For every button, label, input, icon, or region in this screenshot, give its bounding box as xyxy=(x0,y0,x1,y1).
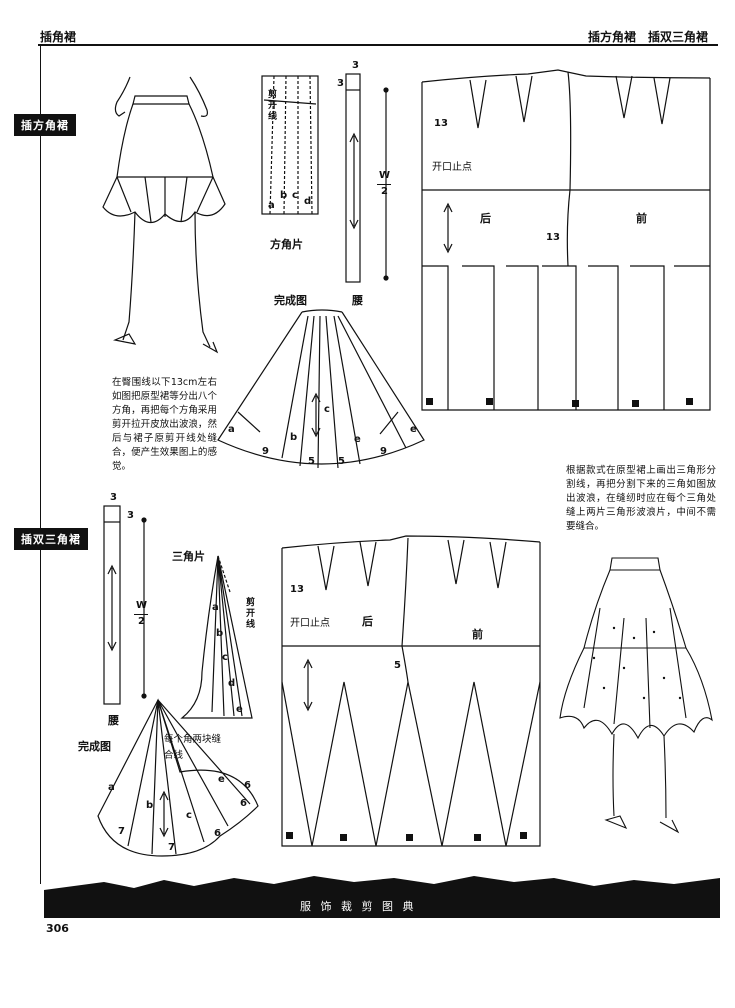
square-waistband-diagram xyxy=(345,73,389,283)
section-tag-triangle: 插双三角裙 xyxy=(14,528,88,550)
triangle-waist-dim-top: 3 xyxy=(110,492,117,503)
triangle-waist-formula-den: 2 xyxy=(138,616,145,627)
square-finished-letter-e2: e xyxy=(410,424,417,435)
triangle-finished-letter-b: b xyxy=(146,800,154,811)
triangle-pattern-depth: 13 xyxy=(290,584,304,595)
footer-book-title: 服 饰 裁 剪 图 典 xyxy=(300,900,417,913)
square-piece-letter-a: a xyxy=(268,200,275,211)
square-finished-number-1: 9 xyxy=(262,446,269,457)
square-finished-letter-c: c xyxy=(324,404,330,415)
triangle-finished-letter-a: a xyxy=(108,782,115,793)
square-pattern-opening: 开口止点 xyxy=(432,162,472,173)
triangle-pattern-draft xyxy=(281,535,541,847)
square-description: 在臀围线以下13cm左右如图把原型裙等分出八个方角，再把每个方角采用剪开拉开皮放… xyxy=(112,377,217,472)
triangle-pattern-front: 前 xyxy=(472,628,483,641)
triangle-finished-number-4: 6 xyxy=(240,798,247,809)
triangle-skirt-illustration xyxy=(559,557,713,834)
triangle-waist-label: 腰 xyxy=(108,714,119,727)
square-piece-diagram xyxy=(261,75,319,215)
triangle-finished-letter-e: e xyxy=(218,774,225,785)
square-pattern-draft xyxy=(421,69,711,411)
header-left-title: 插角裙 xyxy=(40,30,77,44)
square-finished-letter-e1: e xyxy=(354,434,361,445)
header-right-title: 插方角裙 插双三角裙 xyxy=(588,30,709,44)
margin-rule xyxy=(40,44,41,884)
triangle-pattern-opening: 开口止点 xyxy=(290,618,330,629)
square-piece-letter-c: c xyxy=(292,190,298,201)
square-waist-formula-bar xyxy=(377,184,391,185)
section-tag-square: 插方角裙 xyxy=(14,114,76,136)
square-pattern-side: 13 xyxy=(546,232,560,243)
square-finished-number-4: 9 xyxy=(380,446,387,457)
square-finished-letter-b: b xyxy=(290,432,298,443)
square-piece-title: 方角片 xyxy=(270,238,303,251)
square-waist-dim-side: 3 xyxy=(337,78,344,89)
triangle-piece-letter-c: c xyxy=(222,652,228,663)
square-finished-label: 完成图 xyxy=(274,294,307,307)
triangle-finished-number-5: 6 xyxy=(244,780,251,791)
triangle-finished-letter-c: c xyxy=(186,810,192,821)
triangle-finished-number-2: 7 xyxy=(168,842,175,853)
triangle-finished-number-1: 7 xyxy=(118,826,125,837)
square-pattern-back: 后 xyxy=(480,212,491,225)
square-pattern-front: 前 xyxy=(636,212,647,225)
footer-band xyxy=(44,876,720,918)
triangle-waist-dim-side: 3 xyxy=(127,510,134,521)
triangle-finished-label: 完成图 xyxy=(78,740,111,753)
page-number: 306 xyxy=(46,922,69,935)
square-skirt-illustration xyxy=(102,76,226,354)
square-waist-formula-den: 2 xyxy=(381,186,388,197)
square-piece-cut-line-label: 剪开线 xyxy=(268,90,278,122)
square-waist-label: 腰 xyxy=(352,294,363,307)
triangle-pattern-back: 后 xyxy=(362,615,373,628)
triangle-description: 根据款式在原型裙上画出三角形分割线，再把分割下来的三角如图放出波浪，在缝纫时应在… xyxy=(566,465,716,532)
square-piece-letter-d: d xyxy=(304,196,312,207)
triangle-piece-letter-d: d xyxy=(228,678,236,689)
triangle-waist-formula-bar xyxy=(134,614,148,615)
triangle-waist-formula-num: W xyxy=(136,600,148,611)
triangle-piece-title: 三角片 xyxy=(172,550,205,563)
square-finished-number-3: 5 xyxy=(338,456,345,467)
header-rule xyxy=(38,44,718,46)
square-piece-letter-b: b xyxy=(280,190,288,201)
square-waist-formula-num: W xyxy=(379,170,391,181)
triangle-seam-note: 每个角两块缝合线 xyxy=(164,734,222,761)
square-waist-dim-top: 3 xyxy=(352,60,359,71)
square-pattern-depth: 13 xyxy=(434,118,448,129)
square-finished-fan xyxy=(217,309,425,469)
triangle-piece-cut-line-label: 剪开线 xyxy=(246,598,256,630)
triangle-piece-letter-b: b xyxy=(216,628,224,639)
triangle-pattern-side: 5 xyxy=(394,660,401,671)
triangle-finished-fan xyxy=(97,698,259,857)
triangle-finished-number-3: 6 xyxy=(214,828,221,839)
square-finished-number-2: 5 xyxy=(308,456,315,467)
triangle-piece-letter-e: e xyxy=(236,704,243,715)
triangle-piece-letter-a: a xyxy=(212,602,219,613)
triangle-piece-diagram xyxy=(180,555,253,719)
square-finished-letter-a: a xyxy=(228,424,235,435)
triangle-waistband-diagram xyxy=(103,505,147,705)
